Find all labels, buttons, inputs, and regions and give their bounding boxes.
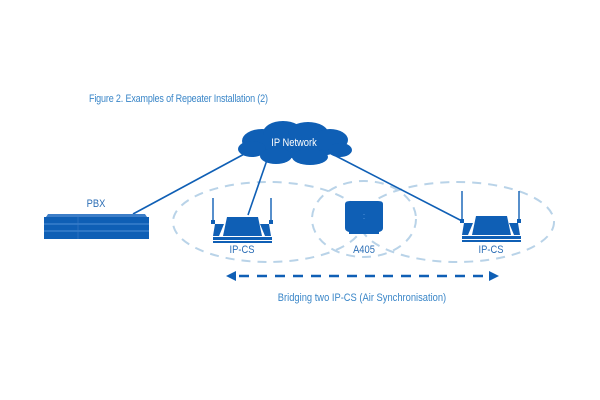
figure-caption: Figure 2. Examples of Repeater Installat… <box>89 93 268 105</box>
arrow-head-right-icon <box>489 271 499 281</box>
base-station-icon-left <box>211 198 273 243</box>
bridge-label: Bridging two IP-CS (Air Synchronisation) <box>277 292 447 304</box>
link-network-ipcs-left <box>247 159 268 216</box>
coverage-zone-repeater <box>311 180 417 258</box>
repeater-label: A405 <box>353 244 375 256</box>
ip-network-label: IP Network <box>271 137 317 149</box>
cloud-icon <box>238 121 352 165</box>
bridge-arrow <box>226 271 499 281</box>
coverage-zone-ipcs-right <box>359 181 555 263</box>
arrow-head-left-icon <box>226 271 236 281</box>
base-station-icon-right <box>460 191 521 242</box>
repeater-icon <box>345 201 383 234</box>
ipcs-right-label: IP-CS <box>478 244 504 256</box>
ipcs-left-label: IP-CS <box>229 244 255 256</box>
link-network-pbx <box>132 151 249 215</box>
pbx-label: PBX <box>86 198 106 210</box>
pbx-rack-icon <box>44 214 149 239</box>
link-network-ipcs-right <box>333 154 463 222</box>
